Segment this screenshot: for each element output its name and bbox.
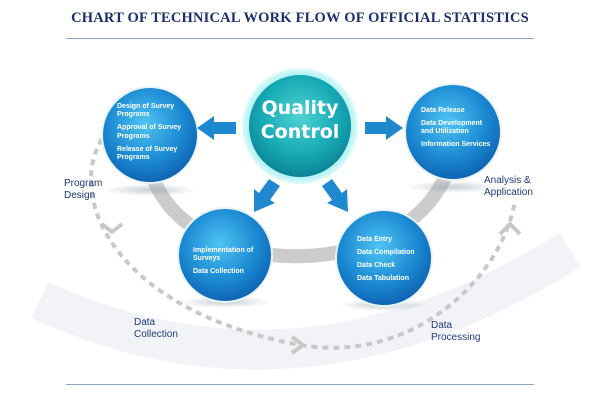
quality-control-label: Quality Control bbox=[248, 96, 352, 144]
quality-control-line1: Quality bbox=[261, 97, 339, 119]
data-collection-items: Implementation of Surveys Data Collectio… bbox=[193, 247, 265, 281]
program-design-item: Approval of Survey Programs bbox=[117, 124, 182, 140]
bottom-divider bbox=[66, 384, 534, 385]
data-processing-item: Data Entry bbox=[357, 236, 393, 243]
shadow bbox=[104, 184, 196, 196]
arrow-right bbox=[365, 116, 403, 140]
cycle-chevron-right bbox=[498, 222, 522, 236]
stage-analysis-application: Analysis & Application bbox=[484, 175, 533, 198]
data-collection-item: Data Collection bbox=[193, 268, 244, 276]
shadow bbox=[407, 181, 499, 193]
analysis-items: Data Release Data Development and Utiliz… bbox=[421, 107, 496, 154]
top-divider bbox=[66, 38, 534, 39]
program-design-items: Design of Survey Programs Approval of Su… bbox=[117, 103, 189, 167]
quality-control-circle bbox=[249, 75, 351, 177]
arrow-down-right bbox=[322, 179, 348, 212]
quality-control-line2: Control bbox=[260, 121, 340, 143]
chart-title: CHART OF TECHNICAL WORK FLOW OF OFFICIAL… bbox=[71, 10, 529, 26]
arrow-down-left bbox=[254, 179, 280, 212]
arc-track bbox=[145, 158, 457, 264]
data-collection-item: Implementation of Surveys bbox=[193, 247, 254, 263]
program-design-item: Design of Survey Programs bbox=[117, 103, 175, 119]
background-swirl bbox=[31, 233, 581, 370]
data-processing-item: Data Compilation bbox=[357, 248, 415, 256]
cycle-chevron-left bbox=[100, 222, 124, 234]
node-analysis-application bbox=[404, 83, 502, 181]
analysis-item: Data Development and Utilization bbox=[421, 119, 483, 136]
stage-program-design: Program Design bbox=[64, 178, 103, 201]
stage-data-processing: Data Processing bbox=[431, 320, 481, 343]
node-program-design bbox=[101, 86, 199, 184]
node-data-processing bbox=[335, 209, 433, 307]
analysis-item: Information Services bbox=[421, 141, 491, 149]
data-processing-item: Data Tabulation bbox=[357, 274, 409, 282]
data-processing-item: Data Check bbox=[357, 261, 396, 269]
stage-data-collection: Data Collection bbox=[134, 317, 178, 340]
cycle-dashed-path bbox=[88, 128, 517, 350]
program-design-item: Release of Survey Programs bbox=[117, 145, 178, 162]
data-processing-items: Data Entry Data Compilation Data Check D… bbox=[357, 236, 429, 288]
analysis-item: Data Release bbox=[421, 107, 465, 114]
arrow-left bbox=[197, 116, 236, 140]
cycle-chevron-bottom bbox=[290, 335, 305, 355]
node-data-collection bbox=[177, 207, 273, 303]
